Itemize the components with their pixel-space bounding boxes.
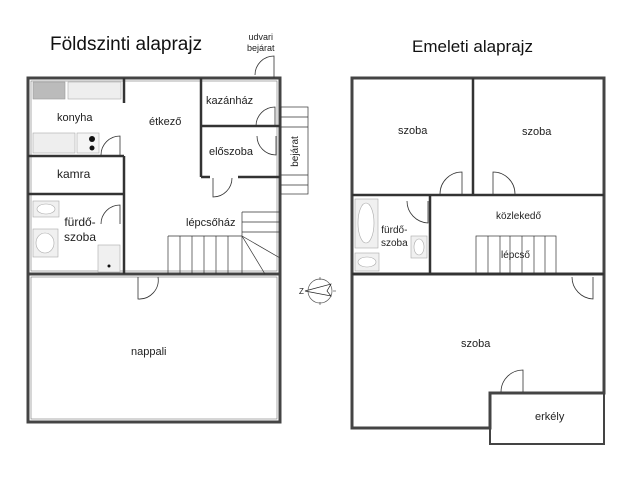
room-label-hall: előszoba (209, 146, 254, 158)
room-label-room-1: szoba (398, 125, 428, 137)
outdoor-entrance-label: udvari bejárat (247, 32, 275, 53)
entrance-label: bejárat (289, 136, 301, 167)
compass-north-label: Z (299, 287, 304, 296)
room-label-kitchen: konyha (57, 112, 93, 124)
room-label-upper-bathroom: fürdő- szoba (381, 225, 408, 249)
room-label-stairwell: lépcsőház (186, 217, 236, 229)
room-label-balcony: erkély (535, 411, 565, 423)
room-label-corridor: közlekedő (496, 211, 542, 222)
ground-floor-title: Földszinti alaprajz (50, 34, 203, 55)
compass-icon (304, 277, 336, 305)
room-label-bathroom: fürdő- szoba (64, 215, 97, 244)
room-label-room-2: szoba (522, 126, 552, 138)
room-label-room-3: szoba (461, 338, 491, 350)
room-label-dining: étkező (149, 116, 182, 128)
room-label-stairs: lépcső (501, 250, 530, 261)
upper-floor-plan (350, 76, 606, 445)
ground-floor-plan (26, 55, 309, 424)
room-label-boiler-room: kazánház (206, 95, 254, 107)
upper-floor-title: Emeleti alaprajz (412, 37, 533, 56)
room-label-pantry: kamra (57, 167, 91, 181)
room-label-living-room: nappali (131, 346, 167, 358)
